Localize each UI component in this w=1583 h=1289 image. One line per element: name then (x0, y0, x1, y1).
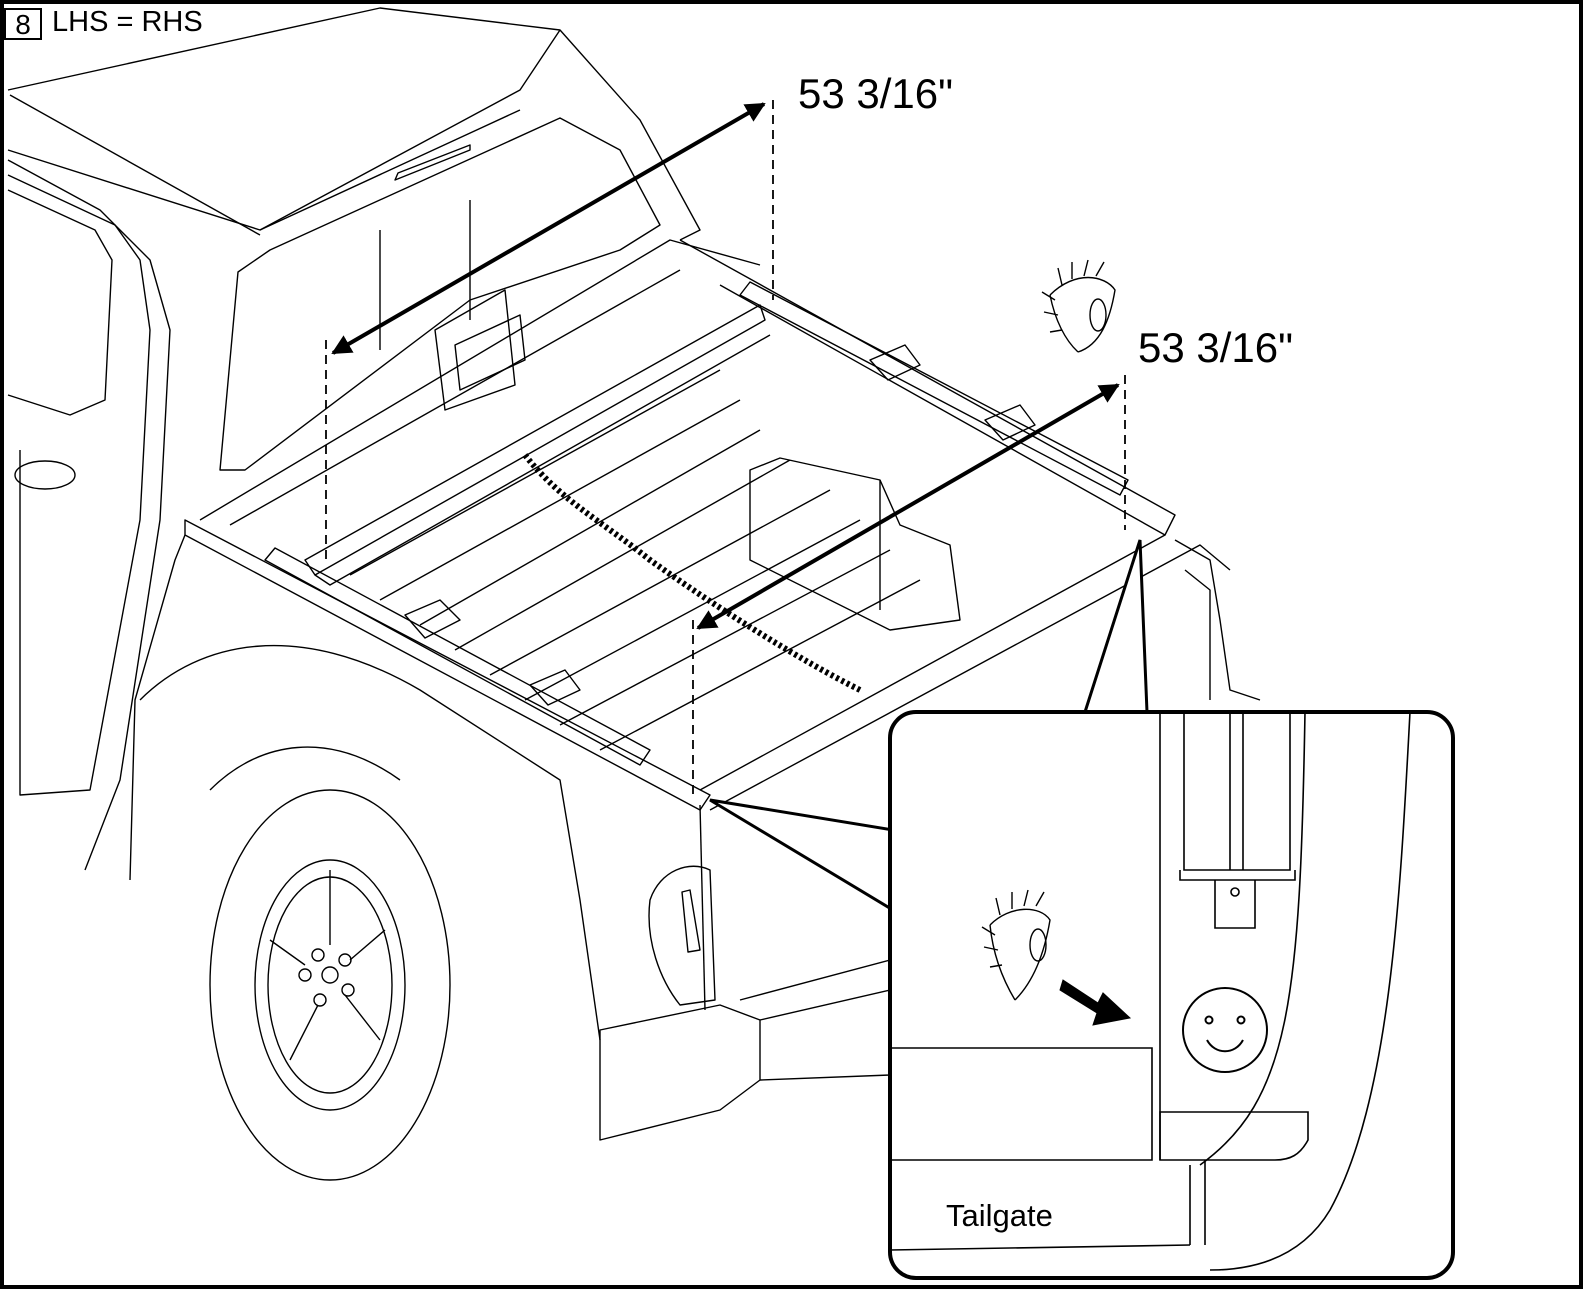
dimension-guides (325, 100, 1126, 800)
rear-width-arrow (696, 383, 1120, 630)
eye-icon (1041, 259, 1116, 353)
rear-width-label: 53 3/16" (1138, 324, 1294, 371)
tailgate-label: Tailgate (946, 1198, 1053, 1233)
detail-inset (888, 710, 1455, 1280)
arrow-icon (1059, 979, 1132, 1026)
step-number: 8 (4, 8, 42, 40)
eye-icon (981, 889, 1051, 1001)
dimension-arrows (331, 102, 1120, 630)
smiley-icon (1182, 987, 1268, 1073)
step-note: LHS = RHS (52, 6, 203, 38)
detail-callout-pointers (709, 539, 1149, 912)
front-width-arrow (331, 102, 766, 355)
front-width-label: 53 3/16" (798, 70, 954, 117)
